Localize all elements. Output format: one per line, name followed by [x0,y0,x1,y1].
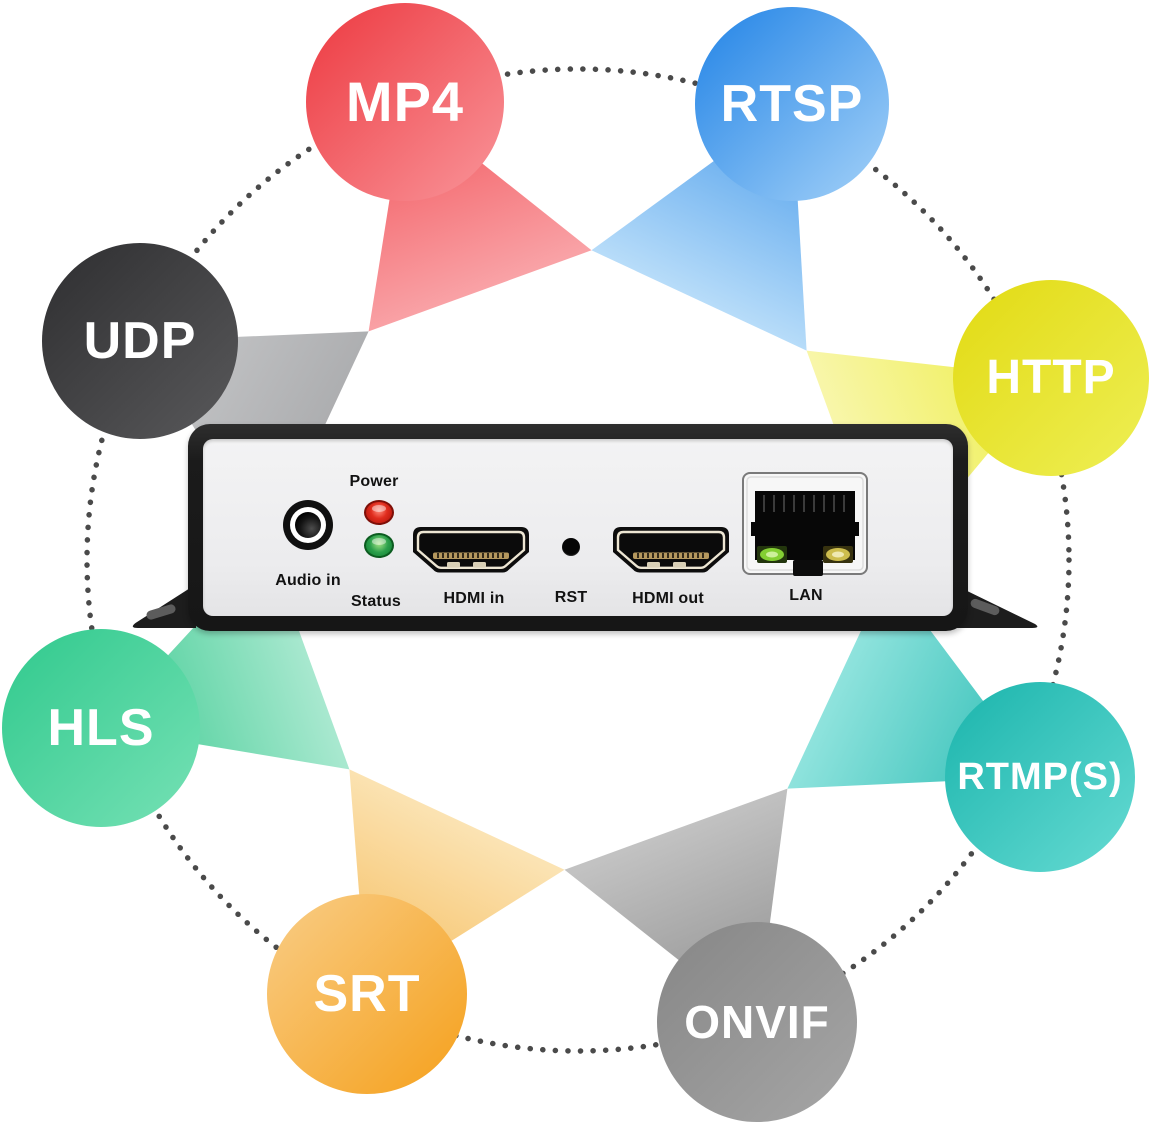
rst-label: RST [554,589,588,606]
protocol-circle-srt: SRT [267,894,467,1094]
protocol-circle-mp4: MP4 [306,3,504,201]
protocol-label-http: HTTP [986,351,1116,404]
protocol-label-mp4: MP4 [345,70,465,133]
hdmi-out-port [613,527,729,573]
rj45-latch [793,560,823,576]
protocol-circle-udp: UDP [42,243,238,439]
protocol-label-onvif: ONVIF [684,996,830,1048]
status-label: Status [350,593,402,610]
power-label: Power [349,473,399,490]
protocol-circle-onvif: ONVIF [657,922,857,1122]
mounting-ear-right [951,585,1038,628]
protocol-label-udp: UDP [83,312,197,370]
audio-in-jack-hole [295,512,321,538]
hdmi-in-port [413,527,529,573]
protocol-label-hls: HLS [47,699,155,757]
reset-button[interactable] [562,538,580,556]
power-led [364,500,394,525]
protocol-circle-http: HTTP [953,280,1149,476]
lan-link-led [757,546,787,563]
screw-slot [146,604,176,620]
status-led [364,533,394,558]
screw-slot [970,598,1000,616]
protocol-label-srt: SRT [313,965,421,1023]
lan-label: LAN [789,587,823,604]
lan-port [742,472,868,576]
hdmi-in-label: HDMI in [443,590,505,607]
hdmi-out-label: HDMI out [632,590,704,607]
protocol-label-rtsp: RTSP [720,75,864,133]
protocol-circle-rtmps: RTMP(S) [945,682,1135,872]
audio-in-label: Audio in [275,572,341,589]
protocol-circle-rtsp: RTSP [695,7,889,201]
protocol-circle-hls: HLS [2,629,200,827]
protocol-label-rtmps: RTMP(S) [957,756,1123,798]
lan-activity-led [823,546,853,563]
mounting-ear-left [132,586,196,628]
dotted-connection-ring [84,66,1072,1054]
